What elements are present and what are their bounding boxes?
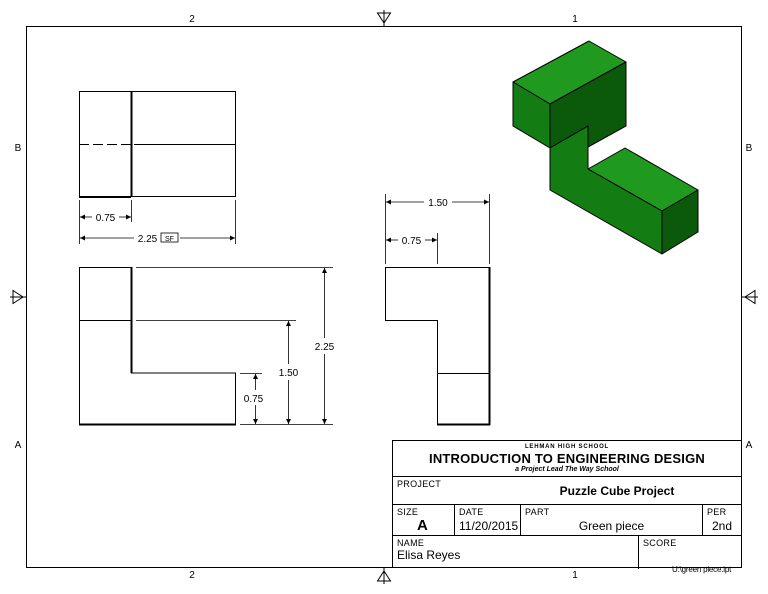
score-cell: SCORE [639,536,741,569]
part-cell: PART Green piece [521,505,703,535]
zone-right-b: B [746,143,753,154]
dim-top-225: 2.25 [138,234,158,245]
name-value: Elisa Reyes [397,548,461,562]
center-mark-right-icon [742,289,758,305]
dim-front-075: 0.75 [244,394,264,405]
top-view-dimensions [79,200,236,244]
project-name: Puzzle Cube Project [559,484,675,498]
name-label: NAME [397,538,425,548]
zone-bottom-2: 2 [189,570,195,581]
center-mark-left-icon [10,289,26,305]
date-cell: DATE 11/20/2015 [455,505,521,535]
top-view [79,91,236,198]
dim-top-075: 0.75 [96,213,116,224]
course-title: INTRODUCTION TO ENGINEERING DESIGN [429,451,705,466]
zone-left-b: B [15,143,22,154]
per-cell: PER 2nd [703,505,741,535]
title-block-header: LEHMAN HIGH SCHOOL INTRODUCTION TO ENGIN… [393,441,741,477]
centering-marks [10,10,758,584]
per-label: PER [707,507,727,517]
dim-front-225: 2.25 [315,342,335,353]
part-value: Green piece [578,519,645,533]
name-cell: NAME Elisa Reyes [393,536,639,569]
iso-front-face-lower [549,125,663,255]
side-view-dimensions [385,194,490,264]
front-view-dimensions [136,267,333,425]
dim-side-075: 0.75 [402,236,422,247]
info-row: SIZE A DATE 11/20/2015 PART Green piece … [393,505,741,536]
zone-top-1: 1 [572,14,578,25]
center-mark-bottom-icon [376,568,392,584]
project-label: PROJECT [397,479,442,489]
center-mark-top-icon [376,10,392,26]
part-label: PART [525,507,550,517]
front-view [79,267,236,426]
per-value: 2nd [712,519,733,533]
zone-top-2: 2 [189,14,195,25]
sheet-border [26,26,742,568]
score-label: SCORE [643,538,677,548]
side-view [385,267,491,426]
title-block: LEHMAN HIGH SCHOOL INTRODUCTION TO ENGIN… [392,440,742,569]
isometric-view [512,40,699,255]
dim-front-150: 1.50 [279,368,299,379]
zone-bottom-1: 1 [572,570,578,581]
date-value: 11/20/2015 [459,519,519,533]
file-path: U:\green piece.ipt [672,565,732,574]
dim-side-150: 1.50 [428,198,448,209]
school-tagline: a Project Lead The Way School [515,466,619,473]
name-row: NAME Elisa Reyes SCORE [393,536,741,569]
size-value: A [417,517,428,534]
zone-right-a: A [746,440,753,451]
project-row: PROJECT Puzzle Cube Project [393,477,741,505]
zone-left-a: A [15,440,22,451]
size-cell: SIZE A [393,505,455,535]
date-label: DATE [459,507,484,517]
school-name: LEHMAN HIGH SCHOOL [524,444,610,450]
size-label: SIZE [397,507,419,517]
sf-tag: SF [165,236,174,243]
